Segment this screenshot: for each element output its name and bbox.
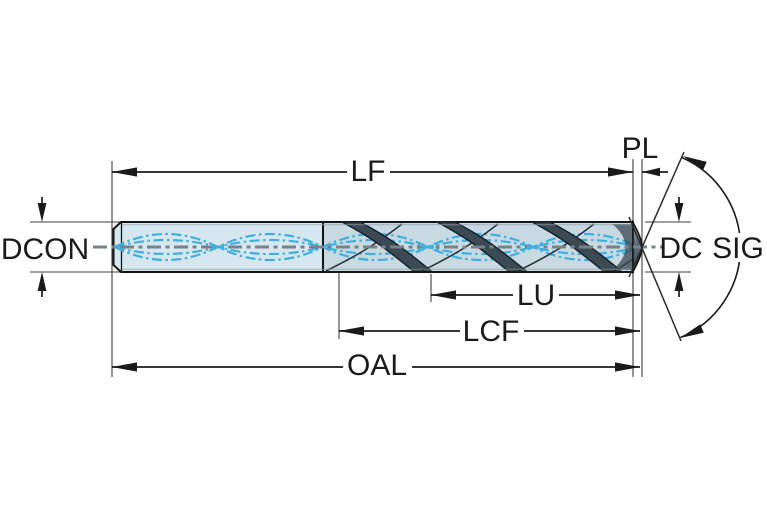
- lu-arrowhead-right: [615, 290, 640, 300]
- sig-arc-arrowhead-bottom: [680, 324, 704, 338]
- dc-arrowhead-bottom: [674, 272, 684, 291]
- dim-label-lu: LU: [517, 279, 555, 312]
- sig-arc-arrowhead-top: [683, 156, 707, 171]
- dim-label-pl: PL: [622, 132, 659, 165]
- dimension-labels: LF PL DCON DC SIG LU LCF OAL: [1, 132, 764, 382]
- sig-label-mask: [711, 233, 766, 262]
- lf-arrowhead-left: [112, 167, 137, 177]
- lcf-arrowhead-right: [615, 326, 640, 336]
- dcon-arrowhead-top: [37, 203, 47, 222]
- oal-arrowhead-left: [112, 362, 137, 372]
- lu-arrowhead-left: [431, 290, 456, 300]
- pl-arrowhead: [642, 167, 660, 177]
- lcf-arrowhead-left: [339, 326, 364, 336]
- dim-label-dcon: DCON: [1, 233, 89, 266]
- dimension-arrowheads: [37, 167, 684, 372]
- point-angle-lines: [628, 151, 685, 342]
- dim-label-sig: SIG: [712, 232, 764, 265]
- dim-label-oal: OAL: [347, 349, 407, 382]
- point-angle-line-lower: [628, 216, 682, 342]
- dim-label-dc: DC: [659, 232, 702, 265]
- dcon-arrowhead-bottom: [37, 272, 47, 291]
- oal-arrowhead-right: [615, 362, 640, 372]
- dim-label-lf: LF: [350, 155, 385, 188]
- dim-label-lcf: LCF: [463, 315, 520, 348]
- coolant-line-inner-b: [114, 238, 639, 256]
- dc-arrowhead-top: [674, 203, 684, 222]
- flute-point-shadow: [612, 224, 634, 270]
- point-angle-line-upper: [628, 151, 685, 278]
- lf-arrowhead-right: [608, 167, 633, 177]
